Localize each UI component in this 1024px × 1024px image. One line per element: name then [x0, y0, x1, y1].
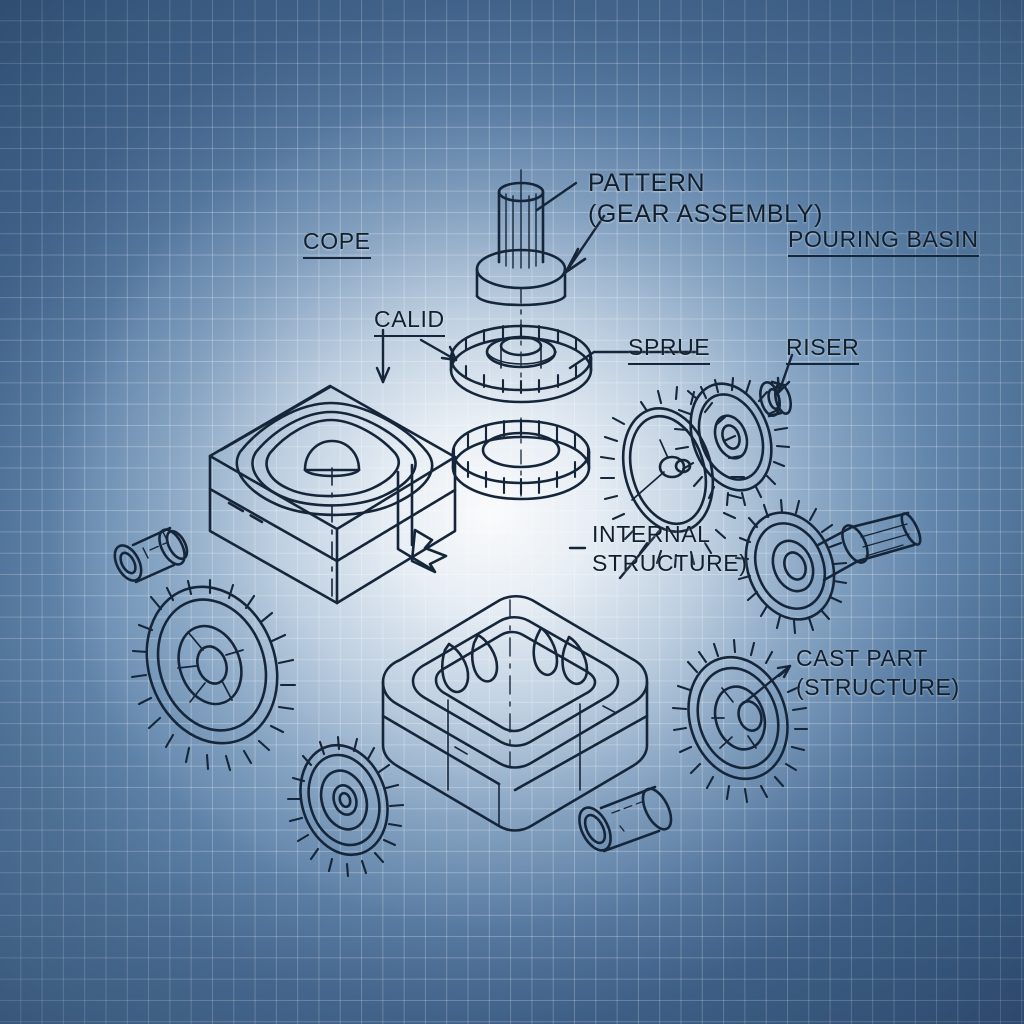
label-pouring-basin: POURING BASIN [788, 226, 979, 257]
leader-lines [375, 181, 864, 708]
part-gear-big-left [130, 578, 297, 772]
label-cope: COPE [303, 228, 371, 259]
part-gear-cast [671, 638, 809, 804]
part-gear-lower [451, 417, 591, 501]
part-bushing-bottom [578, 785, 673, 853]
part-drag-box [381, 594, 649, 832]
label-internal-structure: INTERNAL STRUCTURE) [592, 521, 748, 576]
part-gear-shaft [734, 498, 922, 635]
part-bushing-left [113, 526, 189, 584]
part-gear-sprue [673, 376, 791, 507]
label-pattern: PATTERN (GEAR ASSEMBLY) [588, 169, 823, 228]
part-gear-small-left [286, 735, 405, 878]
label-sprue: SPRUE [628, 334, 711, 365]
label-riser: RISER [786, 334, 860, 365]
part-cope-box [208, 384, 457, 605]
part-pattern-shaft [475, 169, 567, 321]
part-gear-upper [449, 319, 593, 404]
label-cast-part: CAST PART (STRUCTURE) [796, 645, 960, 700]
label-calid: CALID [374, 306, 445, 337]
